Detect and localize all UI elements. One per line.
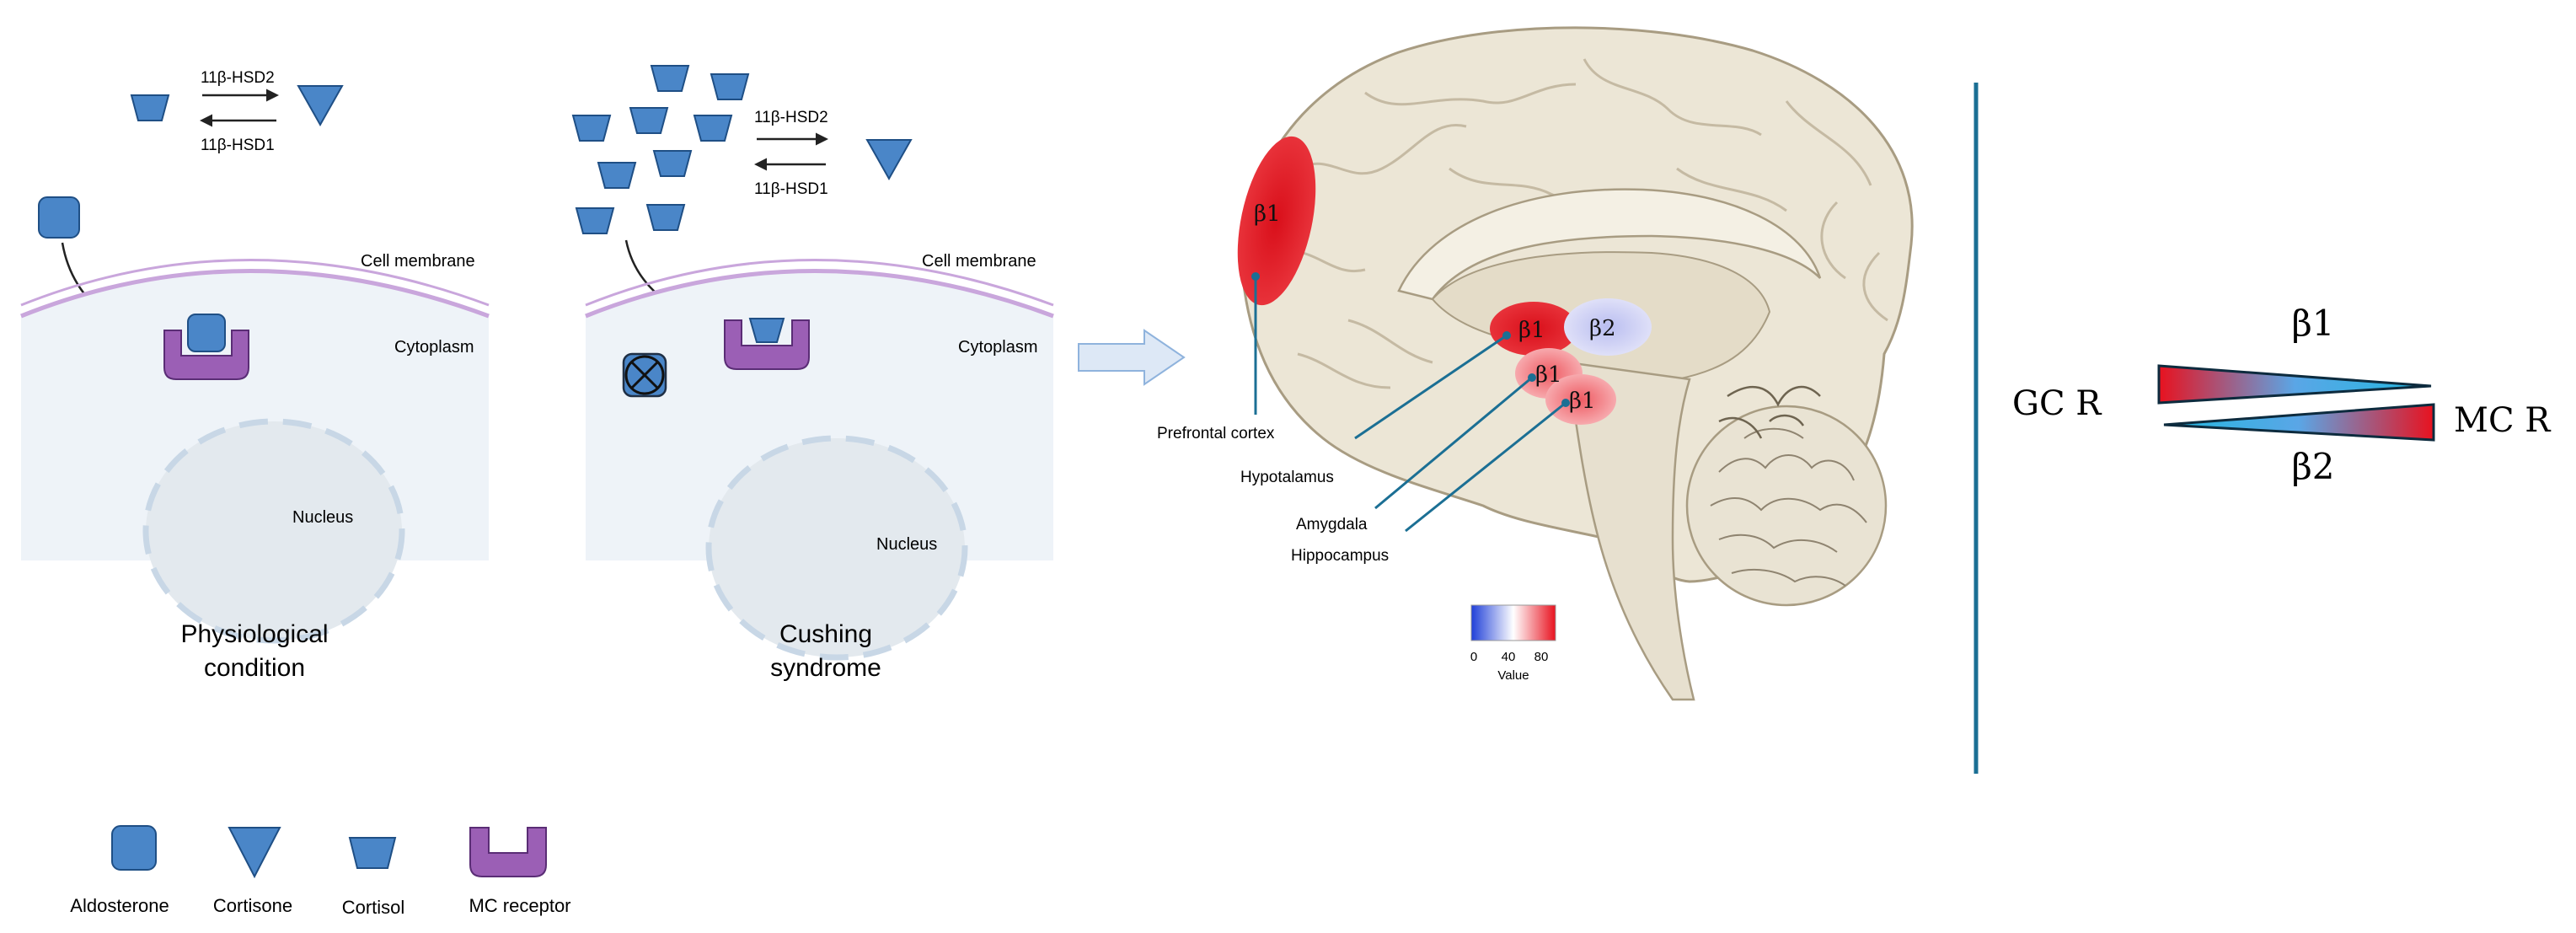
bound-cortisol-icon [748,318,785,343]
rounded-square-icon [111,825,157,871]
hypothalamus-region [1490,302,1577,356]
beta2-label: β2 [2291,446,2334,487]
receptor-balance-diagram: GC R MC R β1 β2 [2012,303,2552,487]
panel-physiological: 11β-HSD2 11β-HSD1 Cell membrane Cytoplas… [20,69,490,682]
cytoplasm-label: Cytoplasm [394,338,474,357]
enzyme-hsd2-label: 11β-HSD2 [201,69,275,87]
brain-regions: β1 β1 β2 β1 β1 Prefrontal cortex Hypotal… [1157,136,1652,565]
colorbar-title: Value [1497,668,1529,683]
cortisol-icon [597,162,636,189]
caption-line1: Cushing [779,620,872,648]
corpus-callosum [1397,188,1822,301]
cytoplasm-label: Cytoplasm [958,338,1037,357]
legend-label: MC receptor [469,895,570,916]
leader-dots [1251,272,1570,407]
legend: Aldosterone Cortisone Cortisol MC recept… [70,825,571,918]
colorbar: 0 40 80 Value [1470,604,1556,683]
cell-membrane-outer [585,259,1054,307]
enzyme-hsd1-label: 11β-HSD1 [201,137,275,154]
legend-label: Aldosterone [70,895,169,916]
bound-aldosterone-icon [187,314,226,352]
gc-receptor-label: GC R [2012,384,2102,423]
cortisol-icon [651,65,689,92]
cell-membrane-outer [20,259,490,307]
region-label: β2 [1589,316,1616,341]
region-label: β1 [1254,201,1281,227]
beta2-region [1564,298,1652,356]
cortisol-icon [629,107,668,134]
legend-label: Cortisol [342,897,405,918]
cortisol-icon [572,115,611,142]
cortisol-icon [653,150,692,177]
region-label: β1 [1569,389,1596,414]
cell-membrane [585,269,1054,319]
legend-label: Cortisone [213,895,292,916]
cortical-folds [1280,58,1888,389]
transition-arrow [1078,329,1186,386]
hypothalamus-label: Hypotalamus [1240,469,1334,486]
colorbar-tick: 0 [1470,650,1477,664]
region-label: β1 [1535,362,1562,388]
cortisol-icon [131,94,169,121]
cerebellum-folia [1710,427,1867,587]
triangle-icon [228,827,281,879]
nucleus [142,418,405,644]
enzyme-hsd1-label: 11β-HSD1 [754,180,828,198]
nucleus [705,435,968,661]
beta2-wedge [2163,403,2435,442]
cortisol-icon [576,207,614,234]
blocked-aldosterone-icon [622,352,667,398]
enzyme-hsd2-label: 11β-HSD2 [754,109,828,126]
leader-lines [1254,276,1566,533]
caption-line2: condition [204,654,305,682]
cell-membrane-label: Cell membrane [361,252,475,271]
cell-membrane-label: Cell membrane [922,252,1036,271]
mc-receptor-label: MC R [2454,401,2552,440]
nucleus-label: Nucleus [292,508,353,527]
cell-membrane [20,269,490,319]
beta1-wedge [2157,364,2432,405]
trapezoid-icon [348,837,397,869]
brainstem [1566,361,1695,701]
receptor-cup-icon [469,827,547,877]
colorbar-tick: 80 [1534,650,1549,664]
prefrontal-label: Prefrontal cortex [1157,425,1275,442]
beta1-label: β1 [2291,303,2334,344]
cortisone-icon [866,139,912,180]
cortisol-excess-cluster [572,65,749,234]
cortisol-icon [694,115,732,142]
prefrontal-region [1237,136,1316,306]
amygdala-label: Amygdala [1296,516,1368,534]
hippocampus-label: Hippocampus [1291,547,1389,565]
cortisol-icon [710,73,749,100]
caption-line1: Physiological [180,620,328,648]
caption-line2: syndrome [770,654,881,682]
colorbar-tick: 40 [1502,650,1516,664]
cerebellum [1685,405,1888,607]
hippocampus-region [1545,374,1616,425]
panel-cushing: 11β-HSD2 11β-HSD1 Cell membrane Cytoplas… [572,65,1054,682]
aldosterone-icon [38,196,80,239]
arbor-vitae [1718,386,1821,439]
colorbar-gradient [1470,604,1556,641]
cortisone-icon [297,85,343,126]
region-label: β1 [1518,318,1545,343]
cortisol-icon [646,204,685,231]
nucleus-label: Nucleus [876,535,937,554]
